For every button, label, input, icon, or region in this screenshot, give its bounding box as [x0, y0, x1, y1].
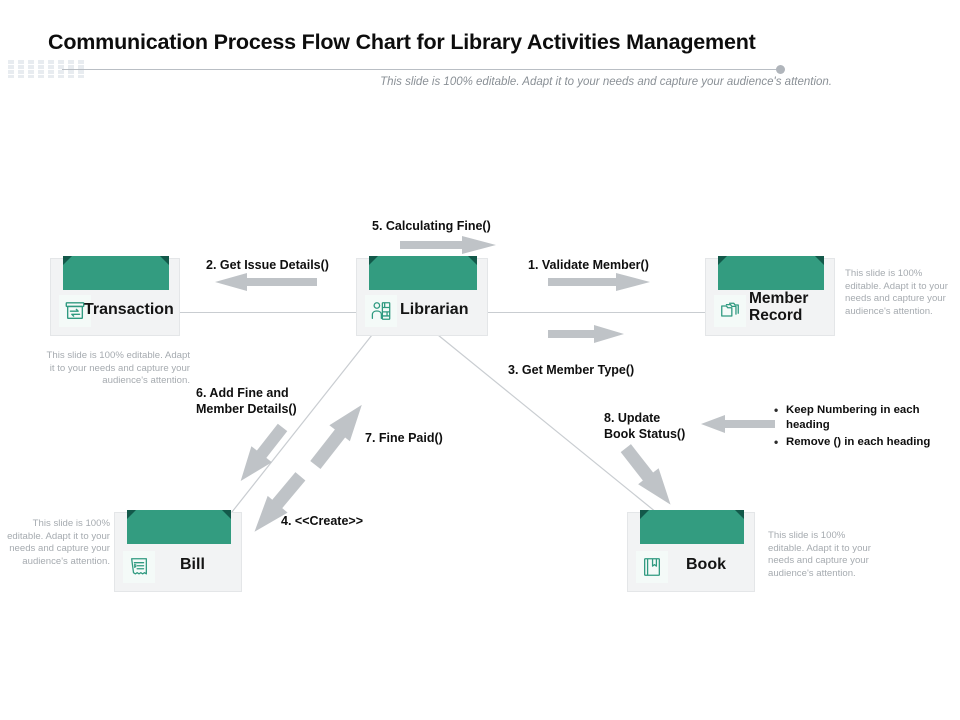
arrow-add-fine-member-details: [240, 423, 288, 482]
node-bill-label: Bill: [180, 556, 205, 573]
page-title: Communication Process Flow Chart for Lib…: [48, 30, 756, 54]
note-callout: Keep Numbering in each heading Remove ()…: [772, 402, 952, 451]
line-librarian-bill: [227, 334, 373, 518]
message-label-8: 8. Update Book Status(): [604, 411, 686, 441]
book-ribbon: [640, 510, 744, 544]
node-book-label: Book: [686, 556, 726, 573]
message-label-2: 2. Get Issue Details(): [206, 258, 329, 272]
arrow-calculating-fine: [400, 236, 496, 254]
line-librarian-memberrecord: [485, 312, 705, 313]
message-label-4: 4. <<Create>>: [281, 514, 364, 528]
message-label-1: 1. Validate Member(): [528, 258, 649, 272]
ribbon-notch-left-icon: [640, 510, 649, 519]
title-divider: [0, 56, 960, 82]
filler-text-member-record: This slide is 100% editable. Adapt it to…: [845, 268, 948, 317]
node-book[interactable]: [627, 510, 755, 592]
ribbon-notch-right-icon: [815, 256, 824, 265]
ribbon-notch-left-icon: [127, 510, 136, 519]
node-bill[interactable]: [114, 510, 242, 592]
dashed-decoration: [8, 60, 86, 78]
transaction-ribbon: [63, 256, 169, 290]
message-label-6: 6. Add Fine and Member Details(): [196, 386, 297, 416]
filler-text-book: This slide is 100% editable. Adapt it to…: [768, 530, 871, 579]
member-folders-icon: [714, 295, 746, 327]
node-member-record-label: Member Record: [749, 290, 809, 325]
member-record-ribbon: [718, 256, 824, 290]
bill-receipt-icon: [123, 551, 155, 583]
message-label-7: 7. Fine Paid(): [365, 431, 443, 445]
node-librarian-label: Librarian: [400, 301, 469, 318]
arrow-update-book-status: [701, 415, 775, 433]
note-list: Keep Numbering in each heading Remove ()…: [772, 402, 952, 450]
ribbon-notch-left-icon: [63, 256, 72, 265]
ribbon-notch-right-icon: [222, 510, 231, 519]
node-transaction-label: Transaction: [84, 301, 174, 318]
arrow-book-status-diagonal: [620, 444, 671, 505]
divider-dot: [776, 65, 785, 74]
filler-text-bill: This slide is 100% editable. Adapt it to…: [7, 518, 110, 567]
transaction-archive-icon: [59, 295, 91, 327]
node-librarian[interactable]: [356, 256, 488, 336]
book-bookmark-icon: [636, 551, 668, 583]
line-librarian-book: [437, 334, 663, 518]
divider-rule: [62, 69, 784, 70]
arrow-get-issue-details: [215, 273, 317, 291]
arrow-get-member-type: [548, 325, 624, 343]
note-item: Keep Numbering in each heading: [774, 402, 952, 434]
message-label-3: 3. Get Member Type(): [508, 363, 635, 377]
librarian-ribbon: [369, 256, 477, 290]
note-item: Remove () in each heading: [774, 434, 952, 450]
ribbon-notch-left-icon: [369, 256, 378, 265]
arrow-fine-paid: [310, 404, 362, 470]
node-transaction[interactable]: [50, 256, 180, 336]
ribbon-notch-right-icon: [160, 256, 169, 265]
page-subtitle: This slide is 100% editable. Adapt it to…: [380, 76, 832, 88]
ribbon-notch-right-icon: [735, 510, 744, 519]
arrow-validate-member: [548, 273, 650, 291]
ribbon-notch-right-icon: [468, 256, 477, 265]
arrow-create: [254, 472, 306, 532]
line-transaction-librarian: [178, 312, 356, 313]
filler-text-transaction: This slide is 100% editable. Adapt it to…: [46, 350, 190, 387]
bill-ribbon: [127, 510, 231, 544]
node-member-record[interactable]: [705, 256, 835, 336]
message-label-5: 5. Calculating Fine(): [372, 219, 491, 233]
librarian-person-icon: [365, 295, 397, 327]
ribbon-notch-left-icon: [718, 256, 727, 265]
